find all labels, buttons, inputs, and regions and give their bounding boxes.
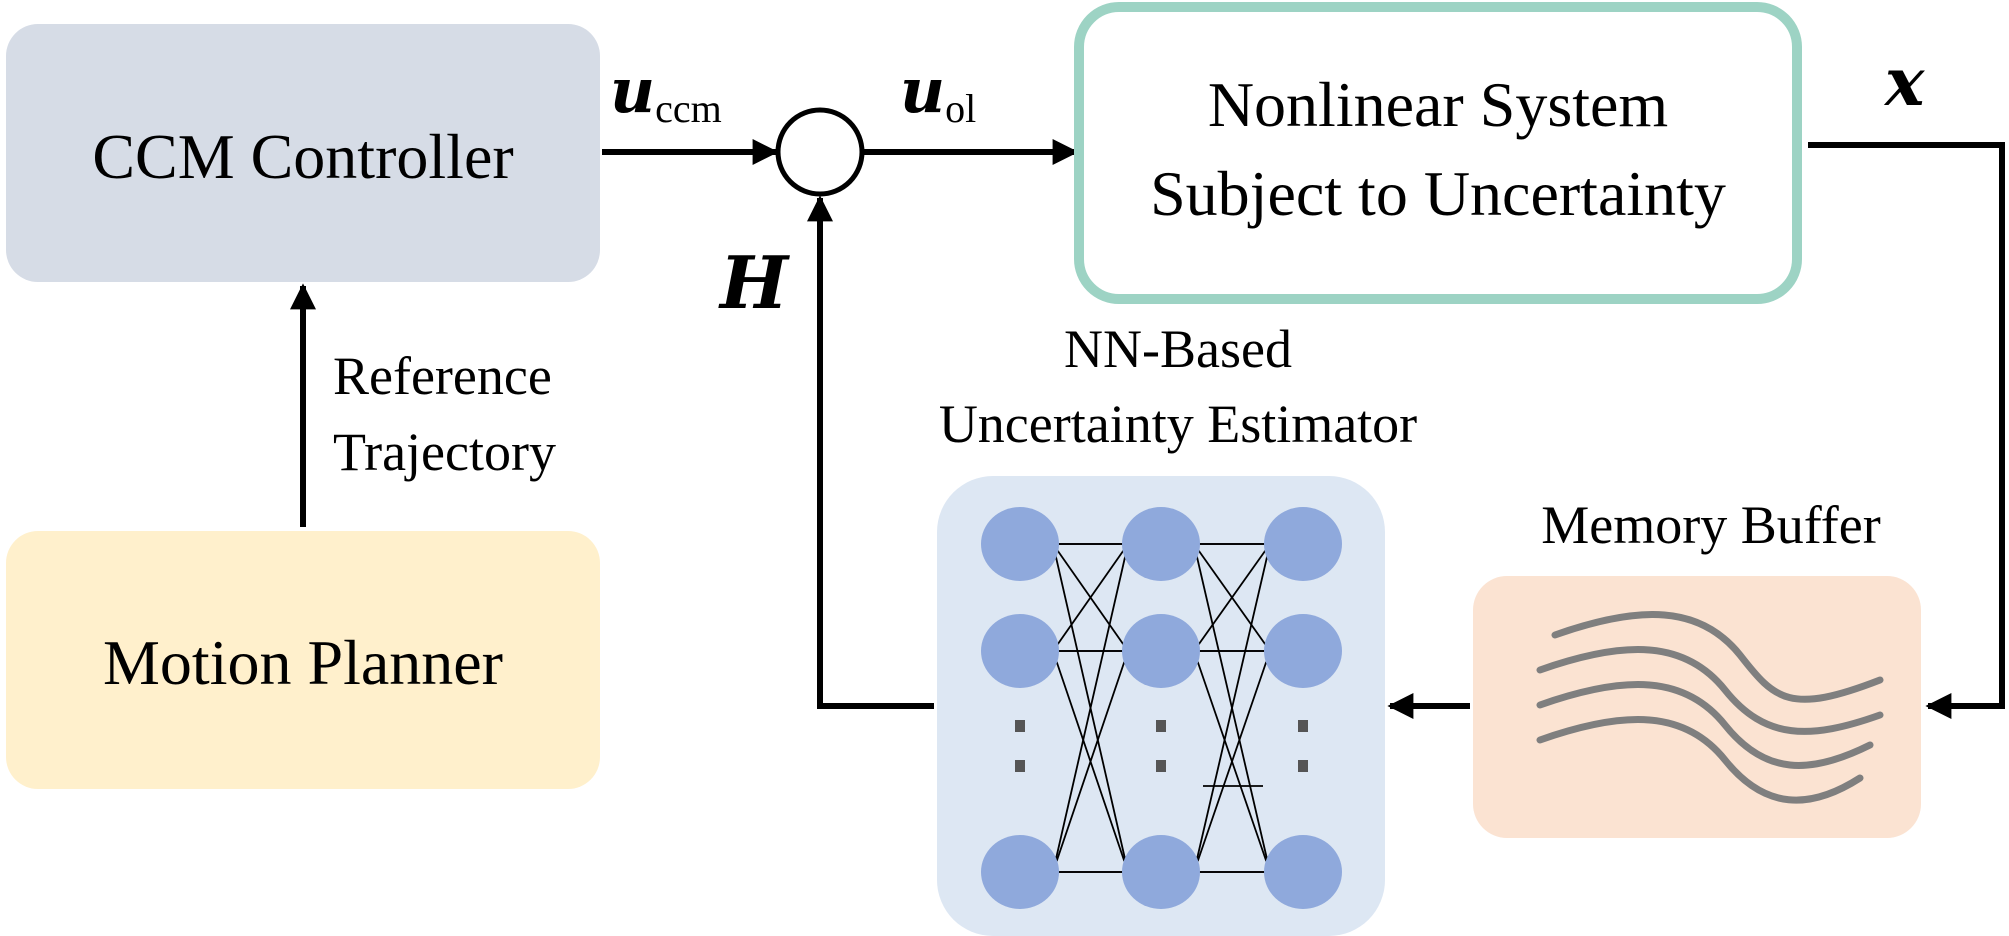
nonlinear-system-block: Nonlinear System Subject to Uncertainty [1074, 2, 1802, 304]
motion-planner-block: Motion Planner [6, 531, 600, 789]
nn-edge [1193, 543, 1271, 873]
nn-nodes [981, 507, 1342, 909]
nn-node [981, 614, 1059, 688]
u-ccm-label: uccm [610, 54, 722, 131]
ccm-controller-block: CCM Controller [6, 24, 600, 282]
nn-node [1122, 507, 1200, 581]
nn-node [1264, 835, 1342, 909]
nn-connections [1052, 543, 1271, 873]
u-ol-label: uol [900, 54, 976, 131]
motion-planner-label: Motion Planner [103, 627, 503, 698]
memory-buffer-curves [1536, 611, 1884, 804]
nn-ellipsis-dot [1298, 720, 1308, 732]
nn-estimator-title-line2: Uncertainty Estimator [939, 394, 1417, 454]
x-label: x [1883, 43, 1925, 121]
memory-buffer-title: Memory Buffer [1541, 495, 1880, 555]
ccm-controller-label: CCM Controller [92, 121, 513, 192]
nn-edge [1052, 650, 1129, 873]
nn-estimator-block [937, 476, 1385, 936]
nn-node [981, 835, 1059, 909]
nn-node [1264, 507, 1342, 581]
nonlinear-system-line1: Nonlinear System [1208, 69, 1668, 140]
nn-edge [1052, 543, 1129, 873]
nn-edge [1052, 543, 1129, 652]
summing-junction [775, 107, 865, 197]
nn-ellipsis-dot [1156, 720, 1166, 732]
nn-node [1122, 835, 1200, 909]
nn-ellipsis-dot [1156, 760, 1166, 772]
nn-ellipsis-dot [1015, 720, 1025, 732]
nn-estimator-title-line1: NN-Based [1064, 319, 1292, 379]
nn-edge [1193, 543, 1271, 652]
reference-label-line2: Trajectory [333, 422, 556, 482]
h-feedback-path [807, 195, 934, 709]
nn-node [1264, 614, 1342, 688]
memory-buffer-block [1473, 576, 1921, 838]
h-label: H [718, 240, 790, 325]
nonlinear-system-line2: Subject to Uncertainty [1150, 158, 1726, 229]
reference-label-line1: Reference [333, 346, 552, 406]
x-feedback-path [1808, 142, 2005, 719]
nn-edge [1193, 650, 1271, 873]
nn-node [1122, 614, 1200, 688]
nn-node [981, 507, 1059, 581]
nn-ellipsis-dot [1298, 760, 1308, 772]
nn-ellipsis-dot [1015, 760, 1025, 772]
